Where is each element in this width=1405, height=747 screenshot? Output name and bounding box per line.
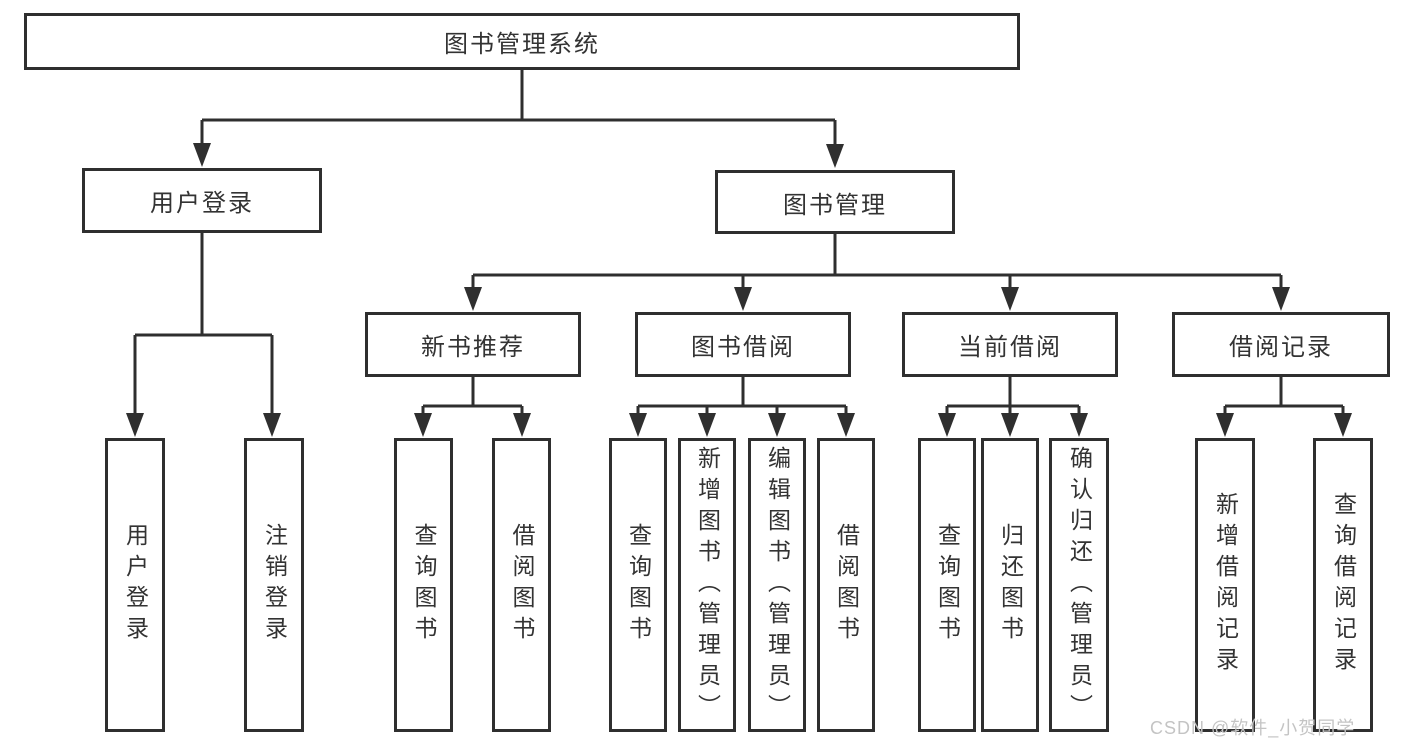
- arrow-down: [1001, 287, 1019, 311]
- arrow-down: [1216, 413, 1234, 437]
- leaf-bookborrow-add-books-admin: 新增图书（管理员）: [678, 438, 736, 732]
- leaf-bookborrow-query-books: 查询图书: [609, 438, 667, 732]
- arrow-down: [1334, 413, 1352, 437]
- leaf-currentborrow-return-books: 归还图书: [981, 438, 1039, 732]
- csdn-watermark: CSDN @软件_小贺同学: [1150, 718, 1356, 738]
- connector-book-mgmt-to-level3: [464, 234, 1290, 311]
- leaf-newbooks-query-books: 查询图书: [394, 438, 453, 732]
- arrow-down: [629, 413, 647, 437]
- arrow-down: [414, 413, 432, 437]
- arrow-down: [263, 413, 281, 437]
- node-book-mgmt: 图书管理: [715, 170, 955, 234]
- arrow-down: [938, 413, 956, 437]
- node-current-borrow: 当前借阅: [902, 312, 1118, 377]
- connector-book-borrow-to-leaves: [629, 377, 855, 437]
- leaf-records-add-borrow-record: 新增借阅记录: [1195, 438, 1255, 732]
- arrow-down: [1070, 413, 1088, 437]
- connector-user-login-to-leaves: [126, 233, 281, 437]
- node-new-books: 新书推荐: [365, 312, 581, 377]
- arrow-down: [698, 413, 716, 437]
- arrow-down: [826, 144, 844, 168]
- node-user-login: 用户登录: [82, 168, 322, 233]
- arrow-down: [464, 287, 482, 311]
- leaf-bookborrow-edit-books-admin: 编辑图书（管理员）: [748, 438, 806, 732]
- arrow-down: [193, 143, 211, 167]
- arrow-down: [768, 413, 786, 437]
- connector-borrow-records-to-leaves: [1216, 377, 1352, 437]
- arrow-down: [734, 287, 752, 311]
- node-book-borrow: 图书借阅: [635, 312, 851, 377]
- arrow-down: [1272, 287, 1290, 311]
- connector-new-books-to-leaves: [414, 377, 531, 437]
- leaf-currentborrow-confirm-return-admin: 确认归还（管理员）: [1049, 438, 1109, 732]
- leaf-logout: 注销登录: [244, 438, 304, 732]
- leaf-bookborrow-borrow-books: 借阅图书: [817, 438, 875, 732]
- leaf-currentborrow-query-books: 查询图书: [918, 438, 976, 732]
- node-root: 图书管理系统: [24, 13, 1020, 70]
- arrow-down: [837, 413, 855, 437]
- leaf-user-login: 用户登录: [105, 438, 165, 732]
- leaf-records-query-borrow-record: 查询借阅记录: [1313, 438, 1373, 732]
- arrow-down: [1001, 413, 1019, 437]
- connector-root-to-level2: [193, 70, 844, 168]
- leaf-newbooks-borrow-books: 借阅图书: [492, 438, 551, 732]
- arrow-down: [126, 413, 144, 437]
- node-borrow-records: 借阅记录: [1172, 312, 1390, 377]
- arrow-down: [513, 413, 531, 437]
- connector-current-borrow-to-leaves: [938, 377, 1088, 437]
